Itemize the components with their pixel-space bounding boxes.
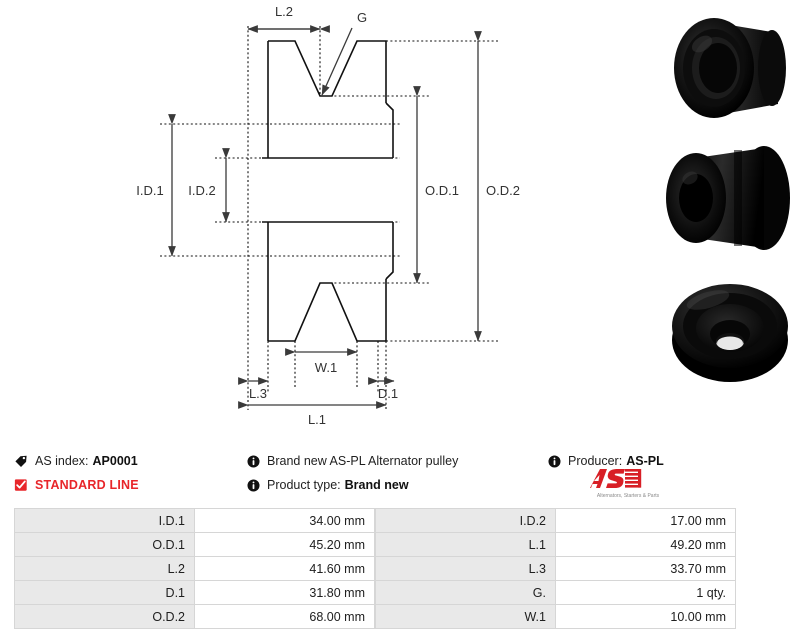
dim-label-l1: L.1: [308, 412, 326, 427]
producer-label: Producer:: [568, 454, 623, 468]
dim-label-od2: O.D.2: [486, 183, 520, 198]
table-row: I.D.1 34.00 mm: [14, 508, 375, 533]
as-index-row: AS index: AP0001: [14, 454, 138, 468]
spec-value: 10.00 mm: [555, 604, 736, 629]
table-row: O.D.2 68.00 mm: [14, 604, 375, 629]
description-row: Brand new AS-PL Alternator pulley: [247, 454, 458, 468]
spec-value: 17.00 mm: [555, 508, 736, 533]
spec-key: W.1: [375, 604, 556, 629]
table-row: I.D.2 17.00 mm: [375, 508, 736, 533]
aspl-logo-tagline: Alternators, Starters & Parts: [597, 493, 660, 499]
pulley-photo-front-bore[interactable]: [660, 4, 800, 134]
product-type-value: Brand new: [344, 478, 409, 492]
dim-label-id1: I.D.1: [136, 183, 163, 198]
info-icon: [247, 478, 260, 492]
spec-value: 45.20 mm: [194, 532, 375, 557]
checkbox-checked-icon: [14, 478, 28, 492]
spec-value: 34.00 mm: [194, 508, 375, 533]
product-meta-block: AS index: AP0001 STANDARD LINE Brand new…: [0, 446, 800, 504]
product-type-row: Product type: Brand new: [247, 478, 409, 492]
spec-value: 33.70 mm: [555, 556, 736, 581]
info-icon: [548, 454, 561, 468]
pulley-photo-side-profile-svg: [660, 136, 800, 266]
pulley-photo-side-profile[interactable]: [660, 136, 800, 266]
dim-label-g: G: [357, 10, 367, 25]
spec-key: I.D.1: [14, 508, 195, 533]
spec-key: O.D.2: [14, 604, 195, 629]
spec-key: L.2: [14, 556, 195, 581]
specification-tables: I.D.1 34.00 mm O.D.1 45.20 mm L.2 41.60 …: [14, 508, 736, 629]
spec-value: 41.60 mm: [194, 556, 375, 581]
spec-key: D.1: [14, 580, 195, 605]
dim-label-od1: O.D.1: [425, 183, 459, 198]
as-index-value: AP0001: [92, 454, 138, 468]
producer-value: AS-PL: [626, 454, 664, 468]
product-type-label: Product type:: [267, 478, 341, 492]
pulley-photo-top-hole-svg: [660, 264, 800, 394]
spec-value: 68.00 mm: [194, 604, 375, 629]
table-row: W.1 10.00 mm: [375, 604, 736, 629]
producer-row: Producer: AS-PL: [548, 454, 664, 468]
table-row: L.3 33.70 mm: [375, 556, 736, 581]
spec-key: L.1: [375, 532, 556, 557]
standard-line-label: STANDARD LINE: [35, 478, 139, 492]
standard-line-row: STANDARD LINE: [14, 478, 139, 492]
tag-icon: [14, 454, 28, 468]
table-row: D.1 31.80 mm: [14, 580, 375, 605]
aspl-logo: Alternators, Starters & Parts: [578, 466, 678, 500]
spec-value: 49.20 mm: [555, 532, 736, 557]
dim-label-id2: I.D.2: [188, 183, 215, 198]
dim-label-w1: W.1: [315, 360, 337, 375]
spec-value: 31.80 mm: [194, 580, 375, 605]
spec-key: O.D.1: [14, 532, 195, 557]
technical-drawing: L.2 G I.D.1 I.D.2 O.D.1 O.D.2 W.1 L.3 D.…: [136, 4, 520, 427]
as-index-label: AS index:: [35, 454, 89, 468]
spec-key: G.: [375, 580, 556, 605]
pulley-photo-top-hole[interactable]: [660, 264, 800, 394]
product-description: Brand new AS-PL Alternator pulley: [267, 454, 459, 468]
dim-label-l3: L.3: [249, 386, 267, 401]
product-illustration-area: L.2 G I.D.1 I.D.2 O.D.1 O.D.2 W.1 L.3 D.…: [136, 0, 800, 436]
table-row: L.2 41.60 mm: [14, 556, 375, 581]
table-row: L.1 49.20 mm: [375, 532, 736, 557]
spec-key: I.D.2: [375, 508, 556, 533]
info-icon: [247, 454, 260, 468]
spec-table-left: I.D.1 34.00 mm O.D.1 45.20 mm L.2 41.60 …: [14, 508, 375, 629]
spec-key: L.3: [375, 556, 556, 581]
dim-label-d1: D.1: [378, 386, 398, 401]
product-photo-strip: [660, 0, 800, 436]
aspl-logo-svg: Alternators, Starters & Parts: [590, 469, 660, 499]
table-row: O.D.1 45.20 mm: [14, 532, 375, 557]
table-row: G. 1 qty.: [375, 580, 736, 605]
spec-table-right: I.D.2 17.00 mm L.1 49.20 mm L.3 33.70 mm…: [375, 508, 736, 629]
pulley-photo-front-bore-svg: [660, 4, 800, 134]
spec-value: 1 qty.: [555, 580, 736, 605]
technical-drawing-svg: L.2 G I.D.1 I.D.2 O.D.1 O.D.2 W.1 L.3 D.…: [136, 4, 520, 427]
dim-label-l2: L.2: [275, 4, 293, 19]
